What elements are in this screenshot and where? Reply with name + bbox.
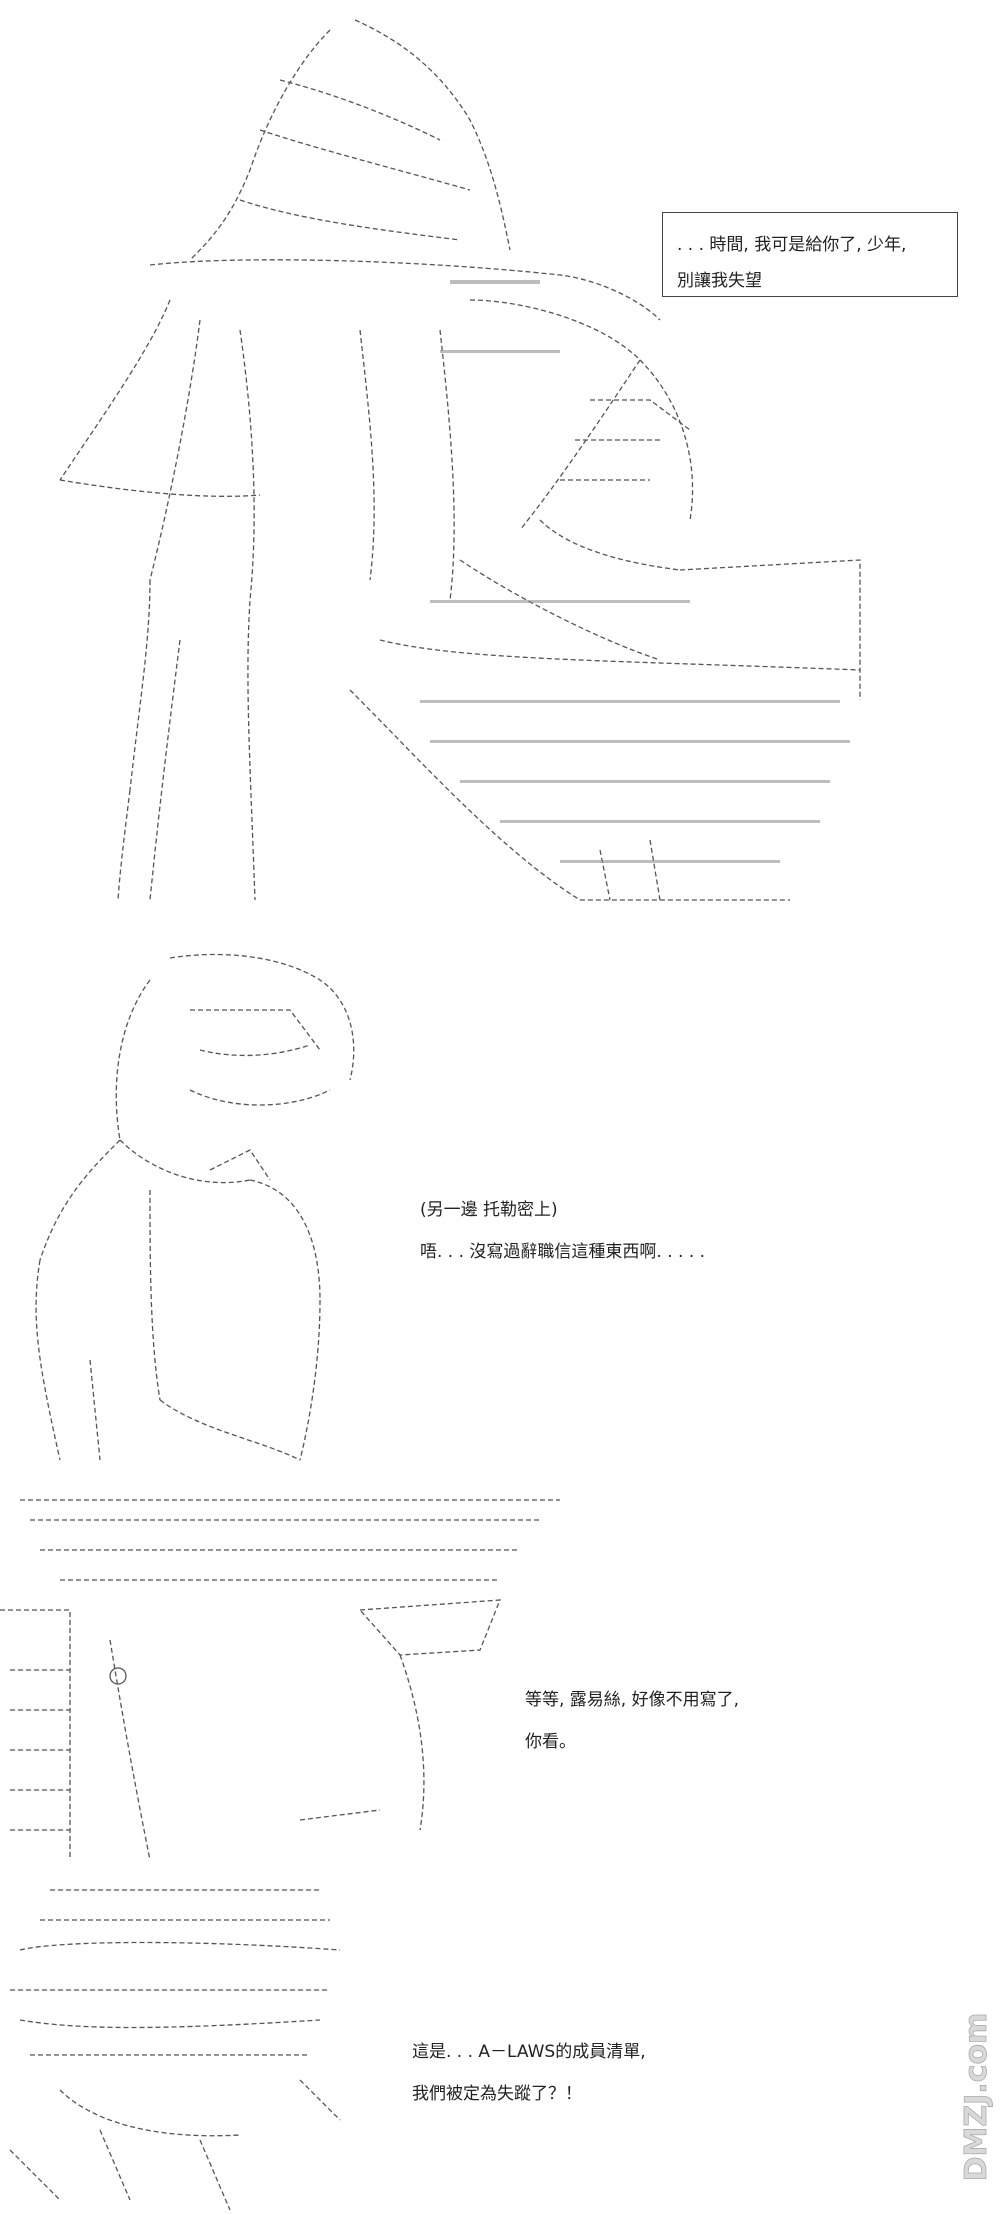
character-closeup-ascii-art [9, 1889, 341, 2211]
dialog-line-6: 我們被定為失蹤了？！ [412, 2084, 582, 2104]
speech-line-2: 別讓我失望 [677, 271, 762, 291]
dialog-line-4: 你看。 [525, 1732, 576, 1752]
speech-line-1: . . . 時間, 我可是給你了, 少年, [677, 235, 907, 255]
panel-1: . . . 時間, 我可是給你了, 少年, 別讓我失望 [0, 0, 1000, 920]
panel-4: 這是. . . A－LAWS的成員清單, 我們被定為失蹤了？！ [0, 1880, 1000, 2215]
cabin-scene-ascii-art [0, 1499, 560, 1861]
speech-box: . . . 時間, 我可是給你了, 少年, 別讓我失望 [662, 212, 958, 297]
panel-2: (另一邊 托勒密上) 唔. . . 沒寫過辭職信這種東西啊. . . . . [0, 940, 1000, 1480]
girl-reading-ascii-art [35, 953, 355, 1461]
dialog-line-5: 這是. . . A－LAWS的成員清單, [412, 2042, 646, 2062]
figure-and-beast-ascii-art [59, 19, 861, 901]
site-logo-watermark: DMZJ.com [959, 2012, 995, 2182]
dialog-line-2: 唔. . . 沒寫過辭職信這種東西啊. . . . . [420, 1242, 706, 1262]
dialog-line-1: (另一邊 托勒密上) [420, 1200, 558, 1220]
panel-3: 等等, 露易絲, 好像不用寫了, 你看。 [0, 1480, 1000, 1880]
dialog-line-3: 等等, 露易絲, 好像不用寫了, [525, 1690, 740, 1710]
svg-text:DMZJ.com: DMZJ.com [959, 2013, 994, 2182]
